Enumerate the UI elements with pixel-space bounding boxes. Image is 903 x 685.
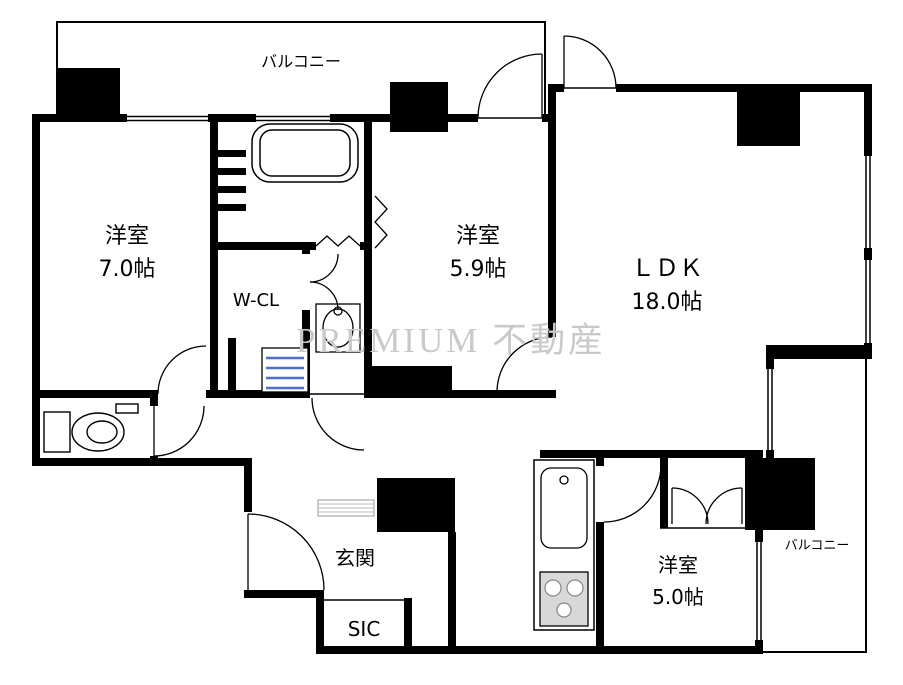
label-balcony-top: バルコニー [261, 52, 341, 71]
label-room7-size: 7.0帖 [98, 257, 156, 282]
pillar-bottom-right [745, 458, 815, 530]
label-ldk-name: ＬＤＫ [631, 254, 703, 282]
pillar-top-right [737, 84, 800, 146]
pillar-top-left [57, 68, 120, 120]
pillar-top-center [390, 82, 448, 132]
door-arc-room7 [157, 345, 207, 395]
toilet [43, 403, 139, 453]
door-arc-toilet [153, 405, 205, 457]
kitchen-counter [533, 459, 595, 631]
windows [127, 87, 871, 640]
pillar-center [366, 366, 452, 398]
folding-door-room59-closet [374, 195, 388, 249]
door-arc-closet-right [705, 487, 743, 525]
door-arc-corridor-hall [311, 397, 365, 451]
pillars [57, 68, 815, 532]
door-arcs [153, 35, 743, 591]
door-arc-room59-ldk [496, 336, 553, 393]
balcony-right-railing [763, 359, 867, 653]
pillar-center-bottom [377, 478, 455, 532]
washing-machine [261, 347, 309, 393]
label-room59-name: 洋室 [455, 224, 501, 249]
folding-door-bath [315, 235, 361, 247]
label-room5-size: 5.0帖 [652, 585, 704, 609]
door-arc-wcl-lower [309, 281, 339, 311]
kitchen-stove [539, 571, 589, 627]
door-arc-ldk-balcony [563, 35, 617, 89]
label-room59-size: 5.9帖 [449, 257, 507, 282]
bathtub [251, 123, 359, 183]
door-arc-closet-left [671, 487, 709, 525]
label-genkan: 玄関 [335, 546, 375, 570]
label-wcl: W-CL [232, 290, 280, 311]
door-arc-entrance [247, 513, 325, 591]
wash-basin [315, 303, 361, 353]
door-arc-room5 [603, 464, 662, 523]
label-room5-name: 洋室 [658, 553, 698, 577]
entrance-step-hatch [317, 499, 375, 517]
kitchen-sink [540, 467, 588, 549]
label-sic: SIC [347, 617, 381, 641]
kitchen-faucet [559, 475, 569, 485]
door-arc-room59-balcony [477, 53, 543, 119]
bath-shelves [216, 150, 246, 211]
label-ldk-size: 18.0帖 [631, 290, 703, 315]
door-arc-wcl-upper [309, 253, 339, 283]
label-room7-name: 洋室 [104, 224, 150, 249]
label-balcony-right: バルコニー [784, 538, 850, 554]
